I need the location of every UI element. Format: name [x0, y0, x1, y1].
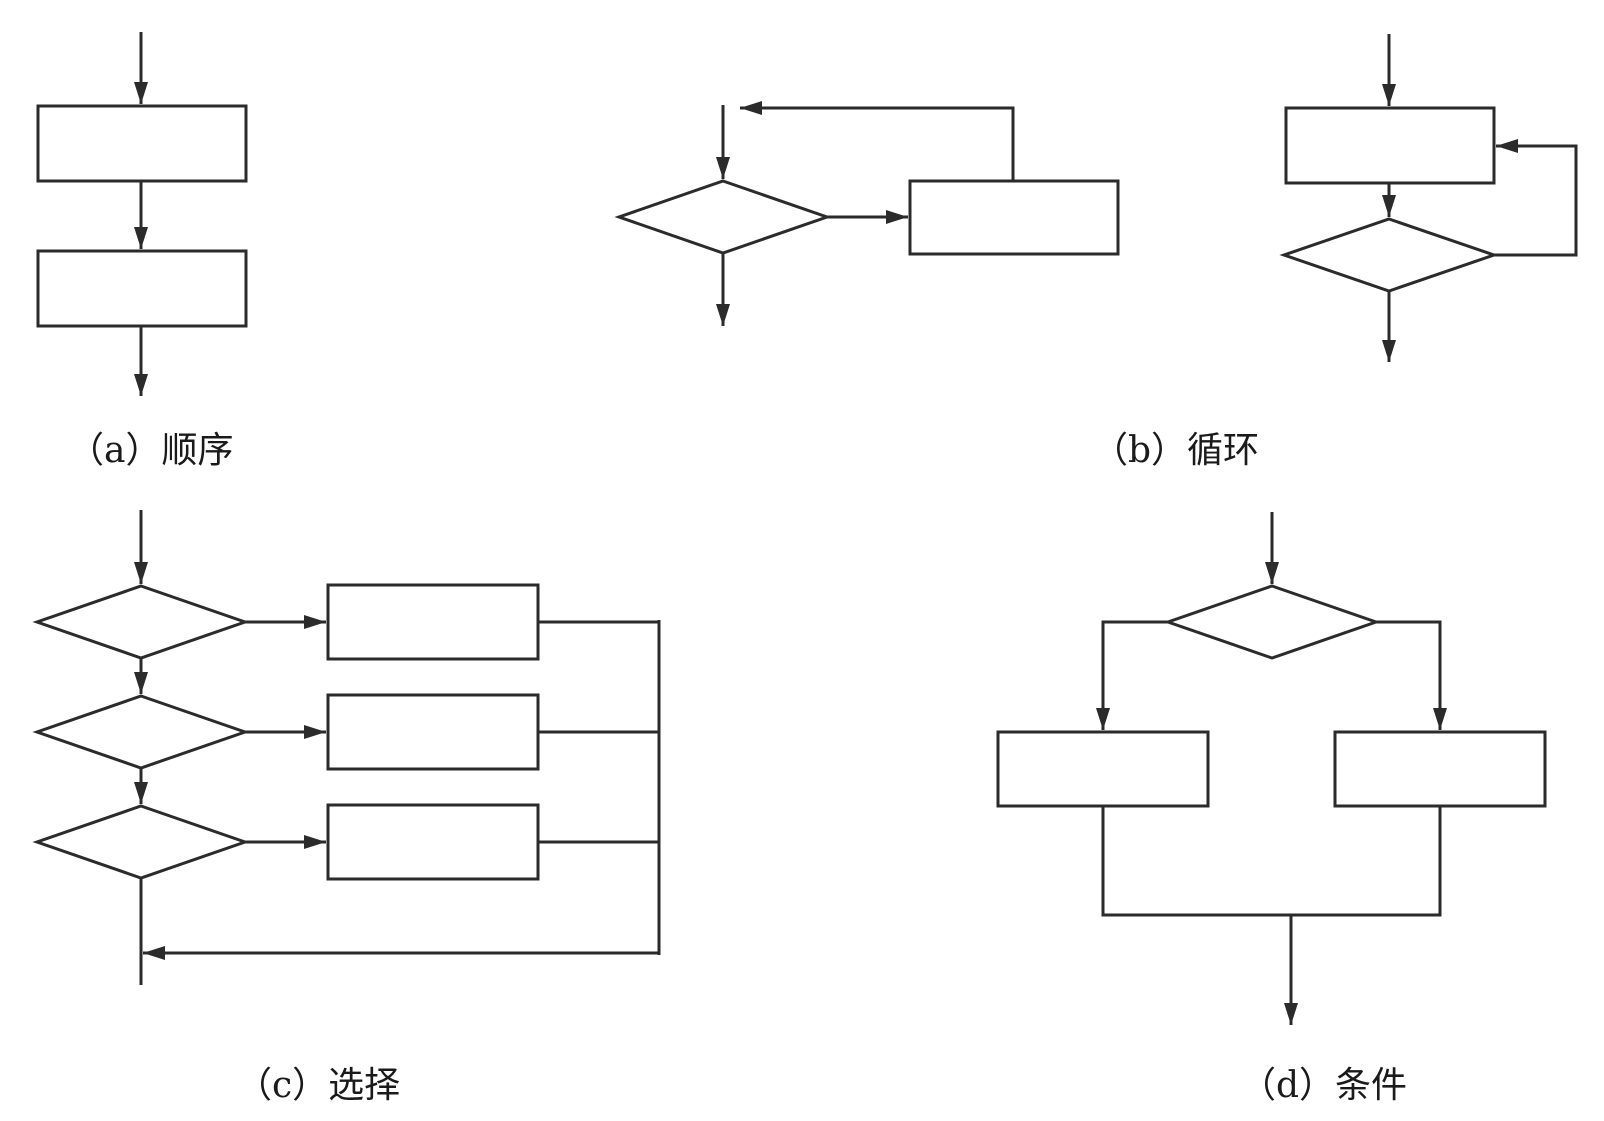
sel-decision-diamond-2	[32, 694, 250, 770]
panel-b-loop-while	[614, 101, 1120, 326]
sel-decision-diamond-1	[32, 584, 250, 660]
cond-right-branch-arrow	[1376, 620, 1447, 730]
while-decision-diamond	[614, 179, 832, 255]
sel-process-box-2	[326, 693, 540, 771]
cond-merge-line	[1101, 806, 1442, 917]
panel-d-condition: （d）条件	[996, 512, 1547, 1106]
sel-process-box-3	[326, 803, 540, 881]
sel-decision-diamond-3	[32, 804, 250, 880]
cond-decision-diamond	[1163, 584, 1381, 660]
seq-process-box-1	[36, 104, 248, 183]
caption-b: （b）循环	[1092, 430, 1259, 471]
cond-process-box-right	[1333, 730, 1547, 808]
caption-c: （c）选择	[236, 1065, 400, 1106]
cond-process-box-left	[996, 730, 1210, 808]
cond-left-branch-arrow	[1096, 620, 1168, 730]
while-loop-back-line	[740, 101, 1015, 181]
panel-a-sequence: （a）顺序	[36, 32, 248, 471]
panel-b-loop-dowhile: （b）循环	[1092, 34, 1578, 471]
dowhile-loop-back-line	[1494, 139, 1578, 257]
panel-c-selection: （c）选择	[32, 510, 661, 1106]
dowhile-decision-diamond	[1279, 217, 1499, 293]
caption-d: （d）条件	[1240, 1065, 1407, 1106]
caption-a: （a）顺序	[68, 430, 233, 471]
sel-process-box-1	[326, 583, 540, 661]
while-body-box	[908, 179, 1120, 256]
seq-process-box-2	[36, 249, 248, 328]
dowhile-body-box	[1284, 106, 1496, 185]
